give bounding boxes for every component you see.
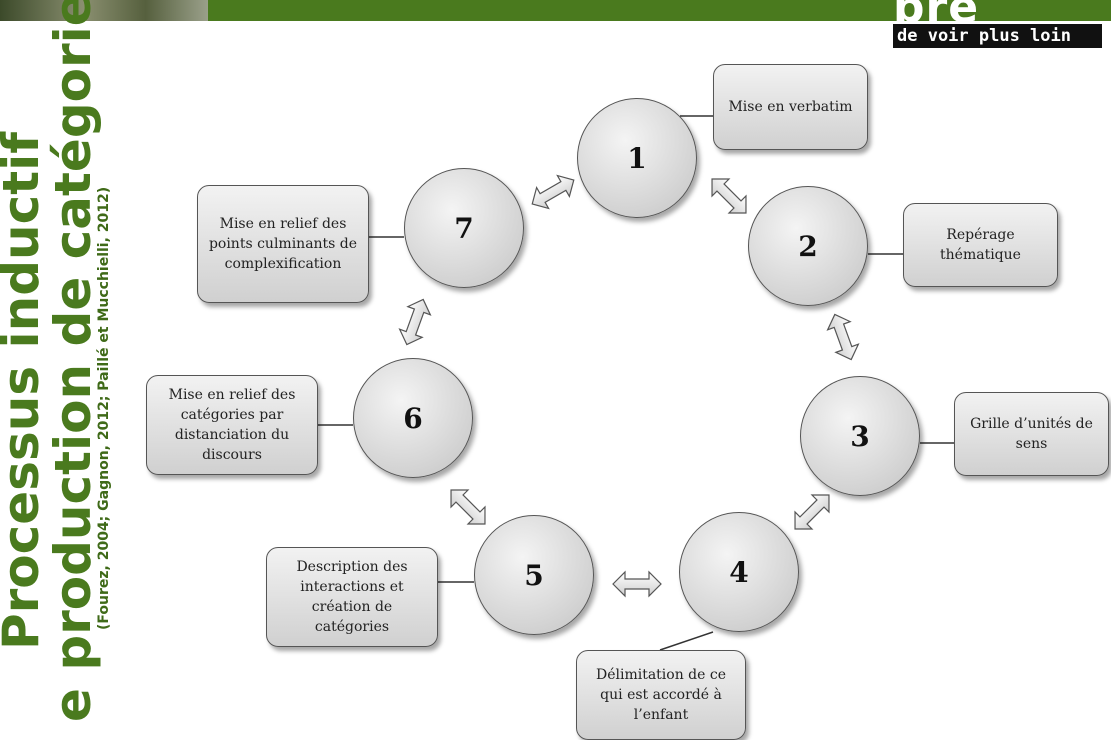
step-1-node: 1	[577, 98, 697, 218]
brand-tagline: de voir plus loin	[893, 24, 1102, 48]
double-arrow-4-5	[612, 571, 662, 597]
step-2-node: 2	[748, 186, 868, 306]
step-6-node: 6	[353, 358, 473, 478]
connector-line-4	[659, 631, 714, 651]
step-2-label-box: Repérage thématique	[903, 203, 1058, 287]
step-4-label-box: Délimitation de ce qui est accordé à l’e…	[576, 650, 746, 740]
step-5-node: 5	[474, 515, 594, 635]
step-3-label-box: Grille d’unités de sens	[954, 392, 1109, 476]
step-7-label-box: Mise en relief des points culminants de …	[197, 185, 369, 303]
step-3-node: 3	[800, 376, 920, 496]
double-arrow-3-4	[785, 485, 839, 539]
double-arrow-6-7	[394, 294, 436, 350]
step-1-label-box: Mise en verbatim	[713, 64, 868, 150]
double-arrow-2-3	[822, 309, 864, 365]
double-arrow-1-2	[702, 169, 756, 223]
header-photo	[0, 0, 208, 21]
connectors-layer	[318, 115, 955, 651]
step-6-label-box: Mise en relief des catégories par distan…	[146, 375, 318, 475]
step-5-label-box: Description des interactions et création…	[266, 547, 438, 647]
header-bar	[0, 0, 1111, 21]
step-4-node: 4	[679, 512, 799, 632]
double-arrow-7-1	[525, 169, 581, 215]
double-arrow-5-6	[441, 480, 495, 534]
step-7-node: 7	[404, 168, 524, 288]
